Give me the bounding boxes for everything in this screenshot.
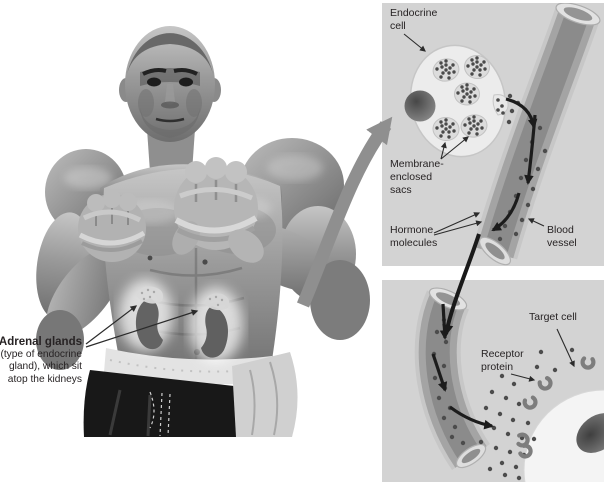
receptor-protein	[522, 395, 538, 410]
receptor-proteins	[516, 356, 596, 459]
receptor-protein	[537, 376, 553, 391]
label-target-cell: Target cell	[529, 311, 577, 323]
label-hormone-molecules: Hormone molecules	[390, 224, 438, 249]
receptor-protein	[518, 443, 533, 459]
target-cell	[523, 389, 604, 482]
boxer-shorts	[83, 348, 298, 437]
boxer-right-fist	[172, 157, 264, 263]
endocrine-cell-panel	[382, 3, 604, 266]
endocrine-cell	[404, 44, 509, 158]
kidney-right	[201, 306, 228, 358]
label-endocrine-cell: Endocrine cell	[390, 7, 438, 32]
label-membrane-enclosed-sacs: Membrane- enclosed sacs	[390, 158, 444, 196]
leader-arrows	[510, 328, 575, 382]
boxer-photo	[36, 26, 370, 437]
adrenal-gland-left	[136, 286, 163, 304]
cell-nucleus	[404, 90, 436, 122]
label-adrenal-glands: Adrenal glands (type of endocrine gland)…	[0, 336, 82, 386]
label-blood-vessel: Blood vessel	[547, 224, 577, 249]
target-cell-nucleus	[576, 413, 604, 453]
label-receptor-protein: Receptor protein	[481, 348, 524, 373]
boxer-left-fist	[78, 190, 146, 262]
boxer-left-arm	[36, 149, 127, 370]
hormone-flow-arrows	[491, 97, 538, 232]
boxer-head	[119, 26, 221, 142]
receptor-protein	[516, 432, 530, 448]
receptor-protein	[580, 356, 596, 370]
adrenal-gland-right	[204, 293, 230, 311]
target-cell-panel	[382, 280, 604, 482]
leader-arrows	[403, 33, 545, 236]
adrenal-glands-title: Adrenal glands	[0, 336, 82, 348]
